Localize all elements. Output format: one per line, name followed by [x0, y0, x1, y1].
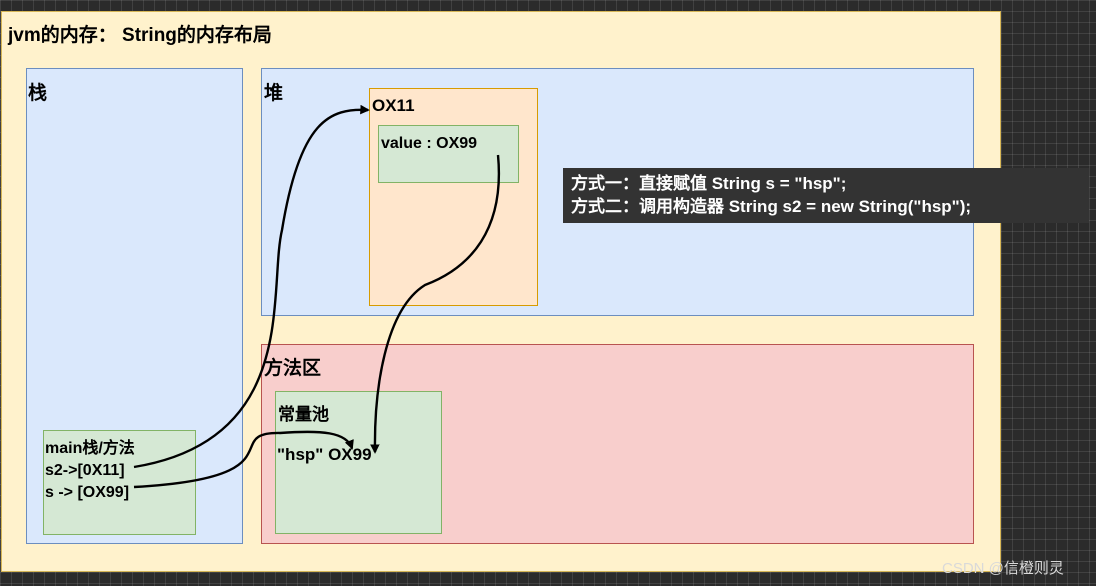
main-frame-label: main栈/方法	[45, 440, 135, 457]
note-line-2: 方式二：调用构造器 String s2 = new String("hsp");	[571, 197, 972, 216]
heap-object-address: OX11	[372, 96, 415, 115]
constant-pool-label: 常量池	[278, 405, 329, 424]
value-field-box	[378, 125, 519, 183]
frame-var-s2: s2->[0X11]	[45, 462, 125, 479]
frame-var-s: s -> [OX99]	[45, 484, 130, 501]
watermark: CSDN @信橙则灵	[942, 560, 1064, 577]
value-field-label: value : OX99	[381, 135, 478, 152]
heap-object-box	[369, 88, 538, 306]
stack-label: 栈	[28, 83, 48, 104]
constant-pool-entry: "hsp" OX99	[277, 445, 372, 464]
diagram-title: jvm的内存： String的内存布局	[8, 25, 272, 46]
tooltip-note: 方式一：直接赋值 String s = "hsp"; 方式二：调用构造器 Str…	[563, 168, 1089, 223]
method-area-label: 方法区	[264, 358, 322, 379]
heap-label: 堆	[264, 83, 284, 104]
note-line-1: 方式一：直接赋值 String s = "hsp";	[571, 174, 847, 193]
